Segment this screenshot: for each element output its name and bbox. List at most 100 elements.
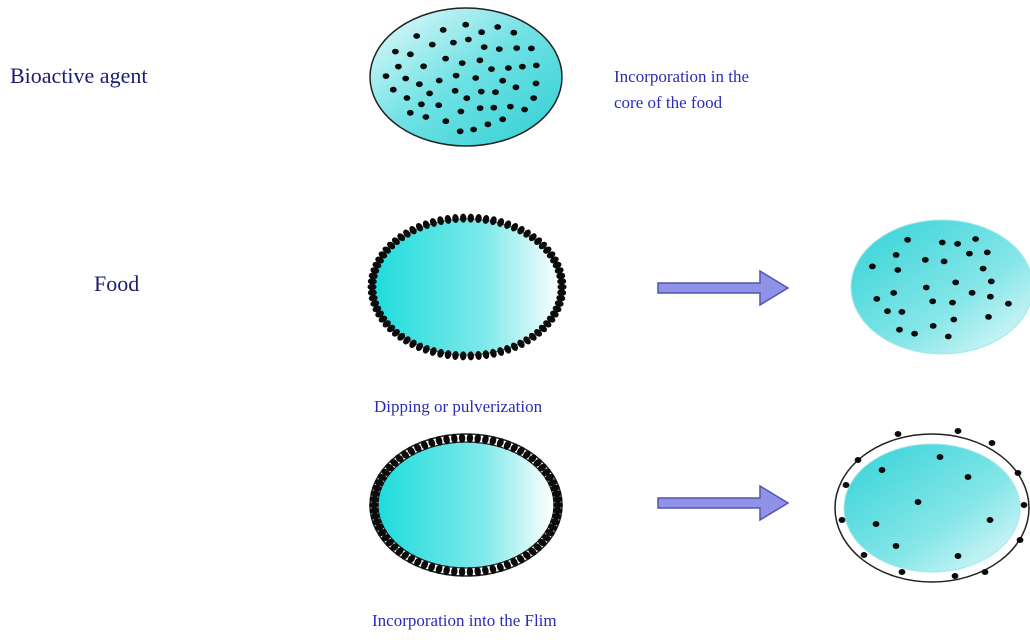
dot (895, 431, 902, 437)
food-dipped (368, 213, 567, 360)
dot (507, 104, 514, 110)
right-arrow-icon (658, 486, 788, 520)
dot (911, 331, 918, 337)
dot (442, 56, 449, 62)
dot (392, 49, 399, 55)
dot (1021, 502, 1028, 508)
dot (965, 474, 972, 480)
dot (989, 440, 996, 446)
dot (884, 308, 891, 314)
dot (485, 121, 492, 127)
food-ellipse-film-result (844, 444, 1020, 572)
dot (458, 109, 465, 115)
dot (510, 30, 517, 36)
dot (452, 88, 459, 94)
dot (988, 279, 995, 285)
dot (1017, 537, 1024, 543)
dot (984, 250, 991, 256)
dot (457, 128, 464, 134)
dot (369, 502, 379, 508)
dot (930, 323, 937, 329)
dot (530, 95, 537, 101)
food-ellipse-core (370, 8, 562, 146)
dot (955, 428, 962, 434)
dot (492, 89, 499, 95)
dot (505, 65, 512, 71)
dot (939, 240, 946, 246)
dot (915, 499, 922, 505)
dot (904, 237, 911, 243)
dot (528, 46, 535, 52)
arrow-film (658, 486, 788, 520)
dot (521, 107, 528, 113)
dot (463, 95, 470, 101)
dot (955, 553, 962, 559)
dot (982, 569, 989, 575)
dot (980, 266, 987, 272)
dot (453, 73, 460, 79)
dot (890, 290, 897, 296)
dot (513, 84, 520, 90)
dot (533, 81, 540, 87)
dot (899, 309, 906, 315)
dot (949, 300, 956, 306)
dot (499, 78, 506, 84)
food-ellipse-film (378, 442, 554, 568)
food-core-incorporated (370, 8, 562, 146)
dot (855, 457, 862, 463)
dot (896, 327, 903, 333)
dot (873, 296, 880, 302)
dot (429, 42, 436, 48)
food-dipped-result (851, 220, 1030, 354)
dot (533, 63, 540, 69)
food-film (369, 433, 563, 577)
dot (899, 569, 906, 575)
dot (923, 285, 930, 291)
dot (987, 294, 994, 300)
dot (496, 46, 503, 52)
dot (950, 317, 957, 323)
dot (442, 118, 449, 124)
dot (1015, 470, 1022, 476)
food-film-result (835, 428, 1029, 582)
dot (494, 24, 501, 30)
dot (402, 76, 409, 82)
dot (404, 95, 411, 101)
dot (465, 37, 472, 43)
dot (558, 284, 567, 290)
dot (490, 105, 497, 111)
dot (513, 45, 520, 51)
dot (553, 502, 563, 508)
dot (985, 314, 992, 320)
dot (472, 75, 479, 81)
dot (390, 87, 397, 93)
dot (893, 252, 900, 258)
dot (478, 29, 485, 35)
dot (477, 105, 484, 111)
dot (966, 251, 973, 257)
dot (945, 334, 952, 340)
dot (488, 66, 495, 72)
dot (418, 101, 425, 107)
dot (440, 27, 447, 33)
dot (462, 22, 469, 28)
dot (972, 236, 979, 242)
dot (436, 78, 443, 84)
arrow-dipping (658, 271, 788, 305)
dot (839, 517, 846, 523)
dot (416, 81, 423, 87)
dot (481, 44, 488, 50)
dot (869, 264, 876, 270)
dot (477, 57, 484, 63)
dot (987, 517, 994, 523)
dot (423, 114, 430, 120)
dot (435, 102, 442, 108)
dot (929, 298, 936, 304)
dot (459, 60, 466, 66)
dot (413, 33, 420, 39)
dot (383, 73, 390, 79)
dot (941, 259, 948, 265)
dot (893, 543, 900, 549)
dot (873, 521, 880, 527)
